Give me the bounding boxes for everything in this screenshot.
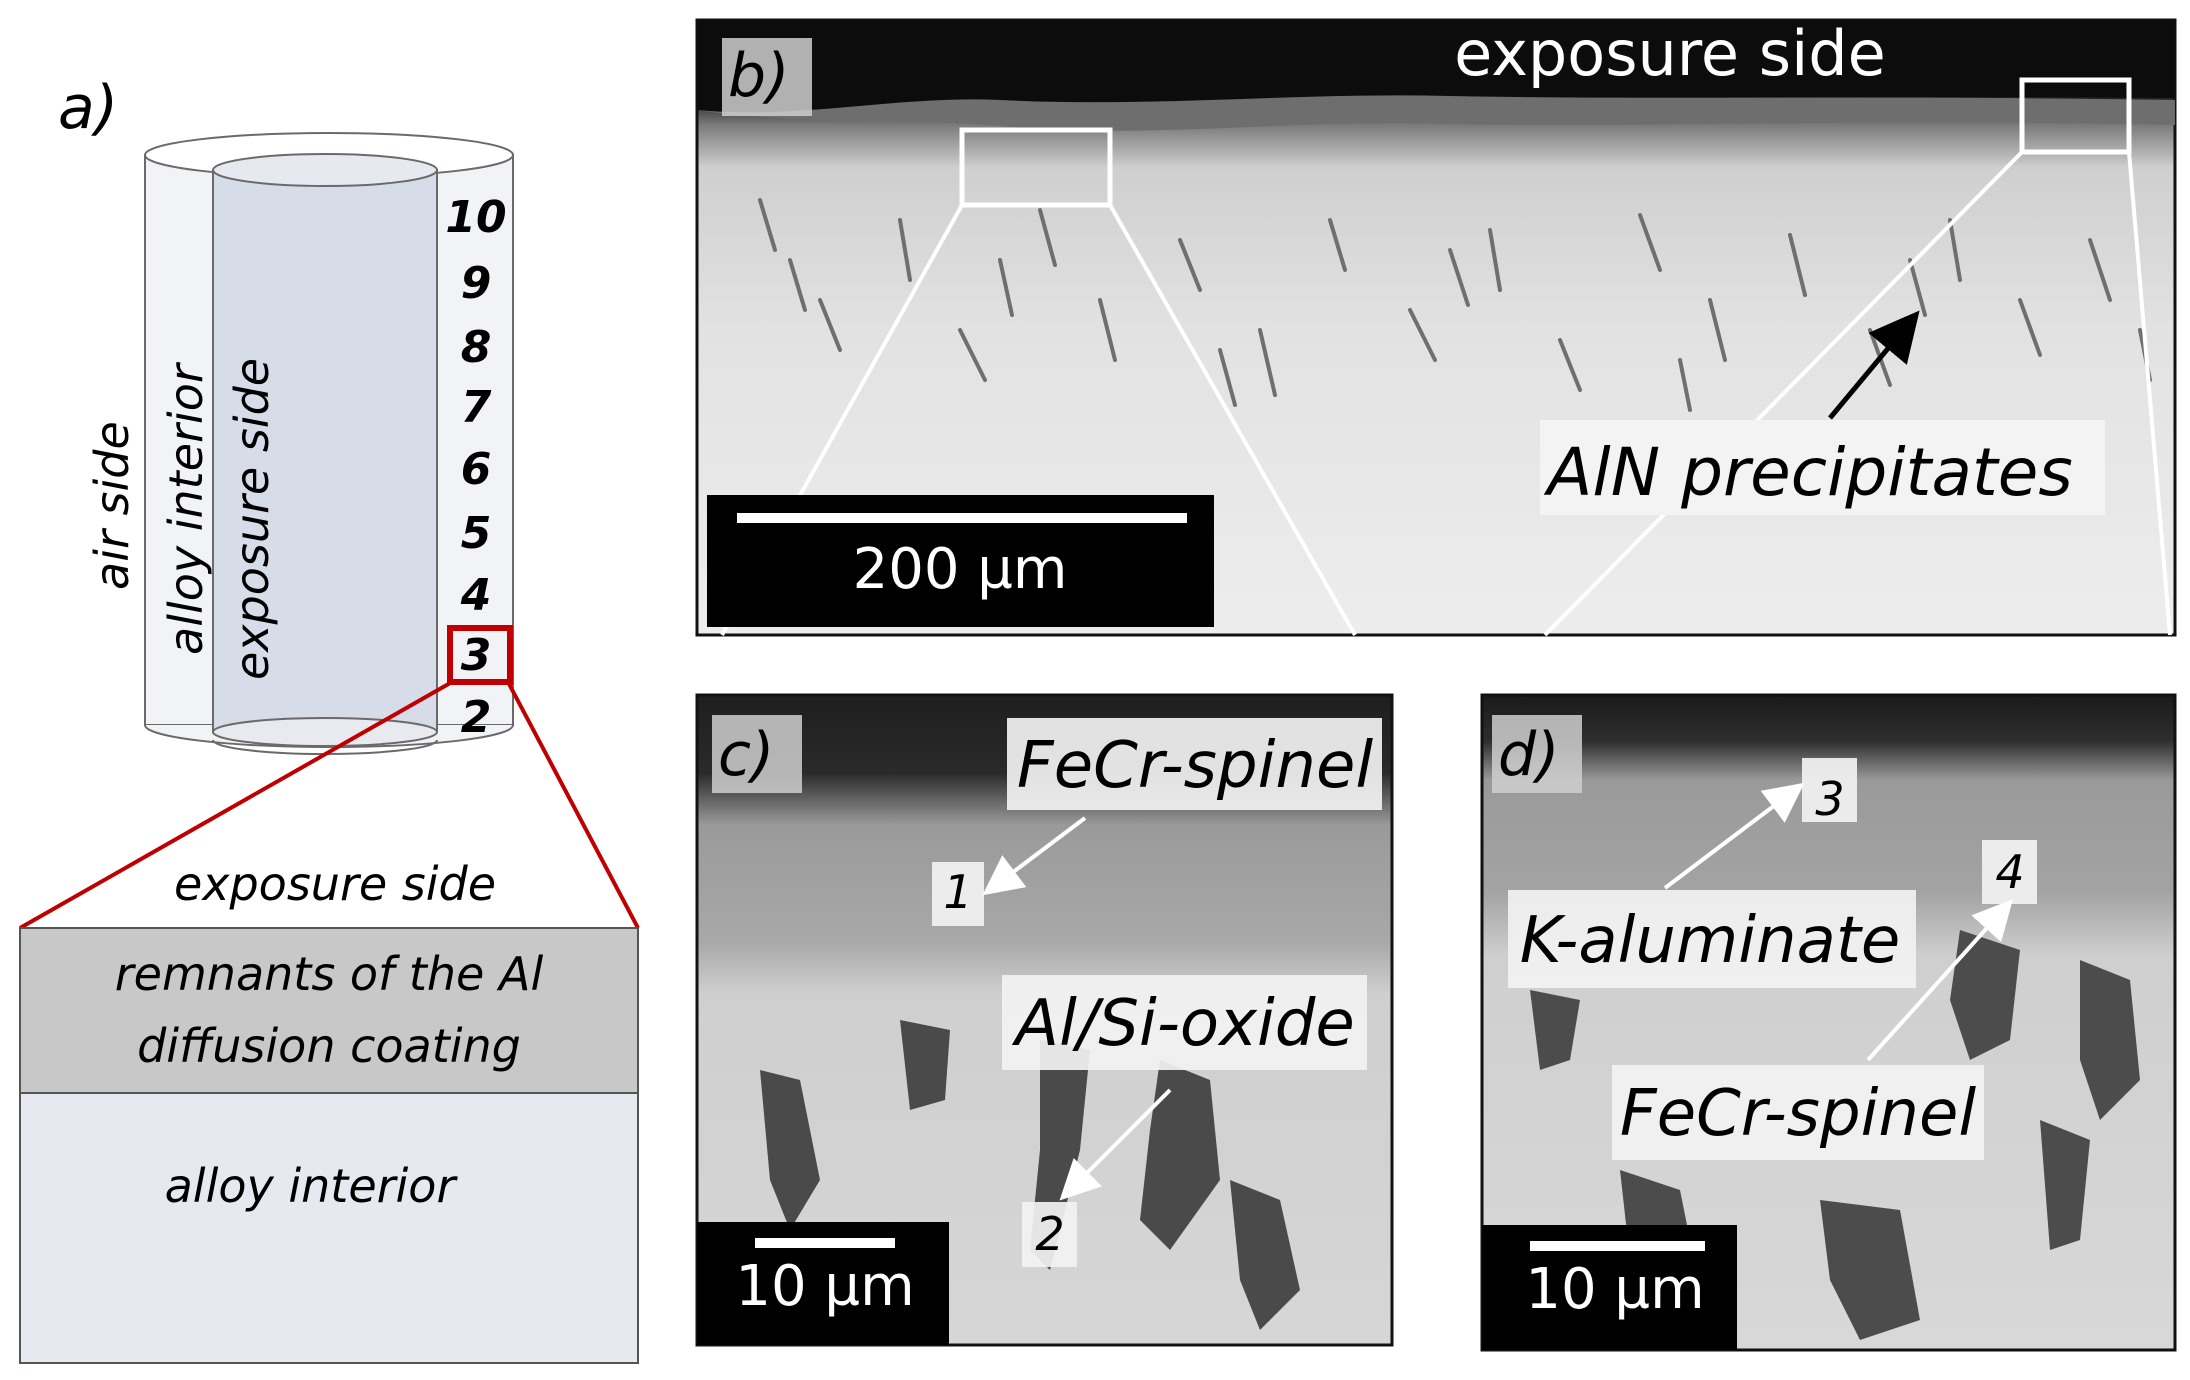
point1-bg [932, 862, 984, 926]
zoom-line [1543, 150, 2024, 637]
scale-layer [697, 95, 2175, 131]
zoom-line [1108, 204, 1357, 636]
point3-label: 3 [1815, 772, 1844, 826]
panel-c: c) FeCr-spinel 1 Al/Si-oxide 2 10 µm [695, 693, 1394, 1347]
precipitates-label: AlN precipitates [1543, 434, 2073, 511]
panel-b-tag: b) [728, 41, 790, 111]
point1-arrow [982, 816, 1087, 896]
panel-b-tag-bg [722, 38, 812, 116]
segment-number: 2 [461, 692, 492, 743]
point4-bg [1982, 840, 2037, 904]
point4-label: 4 [1995, 845, 2024, 899]
oxide-band [697, 20, 2175, 113]
alloy-interior-label: alloy interior [159, 361, 213, 655]
point4-arrow [1866, 899, 2014, 1062]
zoom-line-left [19, 680, 453, 930]
point3-arrow [1663, 782, 1805, 890]
panel-a-tag: a) [58, 73, 118, 143]
point2-bg [1022, 1202, 1077, 1267]
segment-number: 6 [461, 444, 492, 495]
spinel-label-d-bg [1612, 1065, 1984, 1160]
point2-label: 2 [1035, 1207, 1064, 1261]
segment-number: 8 [461, 322, 492, 373]
zoom-line [2127, 151, 2172, 636]
point1-label: 1 [943, 865, 972, 919]
highlight-box [447, 625, 513, 685]
zoom-line-right [506, 681, 640, 929]
scale-bar-b-label: 200 µm [853, 537, 1068, 602]
scale-bar-d-label: 10 µm [1525, 1257, 1704, 1322]
oxide-label-bg [1002, 975, 1367, 1070]
aluminate-label-bg [1508, 890, 1916, 988]
coating-line2: diffusion coating [137, 1019, 521, 1073]
coating-line1: remnants of the Al [115, 947, 544, 1001]
zoom-box-c [959, 127, 1113, 208]
interior-layer [19, 1092, 639, 1364]
zoom-box-d [2019, 77, 2132, 155]
spinel-label-c-bg [1007, 718, 1382, 810]
air-side-label: air side [85, 421, 139, 590]
panel-c-tag-bg [712, 715, 802, 793]
inset-exposure-label: exposure side [174, 857, 496, 911]
scale-bar-c-label: 10 µm [735, 1254, 914, 1319]
panel-a: a) air side alloy interior exposure side… [19, 73, 640, 1364]
segment-number-highlighted: 3 [461, 630, 492, 681]
segment-number: 4 [460, 570, 492, 621]
segment-number: 5 [461, 508, 492, 559]
inset-interior-label: alloy interior [165, 1159, 459, 1213]
point2-arrow [1059, 1088, 1172, 1201]
exposure-side-label-b: exposure side [1454, 17, 1886, 90]
panel-d: d) 3 4 K-aluminate FeCr-spinel 10 µm [1480, 693, 2177, 1352]
oxide-label: Al/Si-oxide [1011, 987, 1354, 1061]
segment-number: 10 [445, 192, 506, 243]
panel-b: b) exposure side AlN precipitates 200 µm [695, 17, 2177, 637]
segment-numbers: 10 9 8 7 6 5 4 3 2 [445, 192, 506, 743]
point3-bg [1802, 758, 1857, 822]
aluminate-label: K-aluminate [1520, 904, 1901, 978]
precipitates-arrow [1828, 310, 1920, 420]
inner-tube [212, 153, 438, 755]
spinel-label-c: FeCr-spinel [1017, 729, 1373, 803]
panel-c-tag: c) [718, 720, 774, 790]
panel-d-tag: d) [1498, 720, 1560, 790]
precipitates-label-bg [1540, 420, 2105, 515]
spinel-label-d: FeCr-spinel [1620, 1077, 1976, 1151]
needle-precipitates [758, 198, 2152, 412]
segment-number: 9 [461, 258, 492, 309]
coating-layer [19, 927, 639, 1094]
segment-number: 7 [461, 382, 492, 433]
panel-d-tag-bg [1492, 715, 1582, 793]
exposure-side-label: exposure side [225, 358, 279, 680]
